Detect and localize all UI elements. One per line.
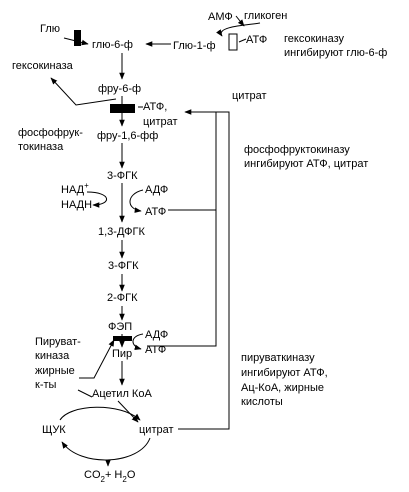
node-2-phosphoglycerate: 2-ФГК: [107, 292, 138, 304]
label-atp-citrate-line-2: цитрат: [143, 116, 178, 128]
label-pyruvate-kinase-line-3: жирные: [35, 365, 75, 377]
node-glucose: Глю: [40, 23, 60, 35]
node-1-3-bisphosphoglycerate: 1,3-ДФГК: [98, 226, 145, 238]
node-oxaloacetate: ЩУК: [42, 424, 66, 436]
hexokinase-block: [74, 30, 81, 46]
arrow-adp-to-atp-2: [132, 333, 144, 351]
arrow-g6p-inhibits-hexokinase: [50, 77, 117, 106]
arrow-oaa-to-citrate: [59, 406, 141, 421]
label-atp-1: АТФ: [145, 206, 166, 218]
arrow-glycogen-to-g1p: [216, 22, 261, 37]
note-pfk-inhibition-line-1: фосфофруктокиназу: [244, 144, 350, 156]
arrow-amp-activates: [235, 15, 245, 27]
node-glucose-6-phosphate: глю-6-ф: [92, 39, 133, 51]
label-nadh: НАДН: [61, 199, 92, 211]
node-citrate-tca: цитрат: [139, 424, 174, 436]
label-phosphofructokinase-line-2: токиназа: [18, 141, 64, 153]
node-glucose-1-phosphate: Глю-1-ф: [173, 40, 216, 52]
arrow-atp-to-block: [238, 38, 247, 43]
arrow-fatty-acids-inhibit-pk: [79, 339, 115, 379]
glycogen-phosphorylase-block: [228, 33, 238, 51]
citrate-feedback-loop: [178, 109, 230, 430]
node-acetyl-coa: Ацетил КоА: [92, 388, 152, 400]
label-phosphofructokinase-line-1: фосфофрук-: [18, 127, 83, 139]
label-pyruvate-kinase-line-2: киназа: [35, 350, 70, 362]
label-atp-2: АТФ: [145, 344, 166, 356]
arrow-citrate-to-oaa: [61, 437, 151, 461]
atp-feedback-loop: [147, 112, 217, 347]
note-hexokinase-inhibition-line-2: ингибируют глю-6-ф: [284, 47, 387, 59]
label-atp-citrate-line-1: АТФ,: [143, 101, 167, 113]
label-pyruvate-kinase-line-1: Пируват-: [35, 336, 81, 348]
arrow-nad-to-nadh: [86, 191, 107, 208]
label-hexokinase: гексокиназа: [12, 60, 74, 72]
label-adp-1: АДФ: [145, 184, 168, 196]
arrow-adp-to-atp-1: [129, 189, 144, 213]
label-amp: АМФ: [208, 11, 233, 23]
node-glycogen: гликоген: [244, 10, 287, 22]
note-pyruvate-kinase-inhibition-line-2: ингибируют АТФ,: [241, 367, 328, 379]
label-co2-h2o: CO2+ H2O: [84, 469, 136, 484]
note-pyruvate-kinase-inhibition-line-4: кислоты: [241, 396, 283, 408]
node-pyruvate: Пир: [112, 348, 132, 360]
node-3-phosphoglycerate-top: 3-ФГК: [107, 170, 138, 182]
label-adp-2: АДФ: [145, 329, 168, 341]
label-atp-top: АТФ: [246, 34, 267, 46]
note-pfk-inhibition-line-2: ингибируют АТФ, цитрат: [244, 158, 368, 170]
note-pyruvate-kinase-inhibition-line-3: Ац-КоА, жирные: [241, 382, 324, 394]
label-pyruvate-kinase-line-4: к-ты: [35, 379, 57, 391]
arrow-acetylcoa-to-citrate: [117, 400, 139, 423]
note-pyruvate-kinase-inhibition-line-1: пируваткиназу: [241, 352, 315, 364]
label-citrate-feedback: цитрат: [232, 90, 267, 102]
node-3-phosphoglycerate: 3-ФГК: [108, 260, 139, 272]
node-phosphoenolpyruvate: ФЭП: [108, 321, 132, 333]
note-hexokinase-inhibition-line-1: гексокиназу: [284, 33, 345, 45]
arrow-glucose-to-g6p: [63, 37, 89, 46]
label-nad: НАД+: [61, 181, 89, 196]
node-fructose-1-6-bisphosphate: фру-1,6-фф: [97, 130, 158, 142]
node-fructose-6-phosphate: фру-6-ф: [98, 83, 141, 95]
arrow-acetylcoa-inhibits-pk: [77, 389, 93, 398]
